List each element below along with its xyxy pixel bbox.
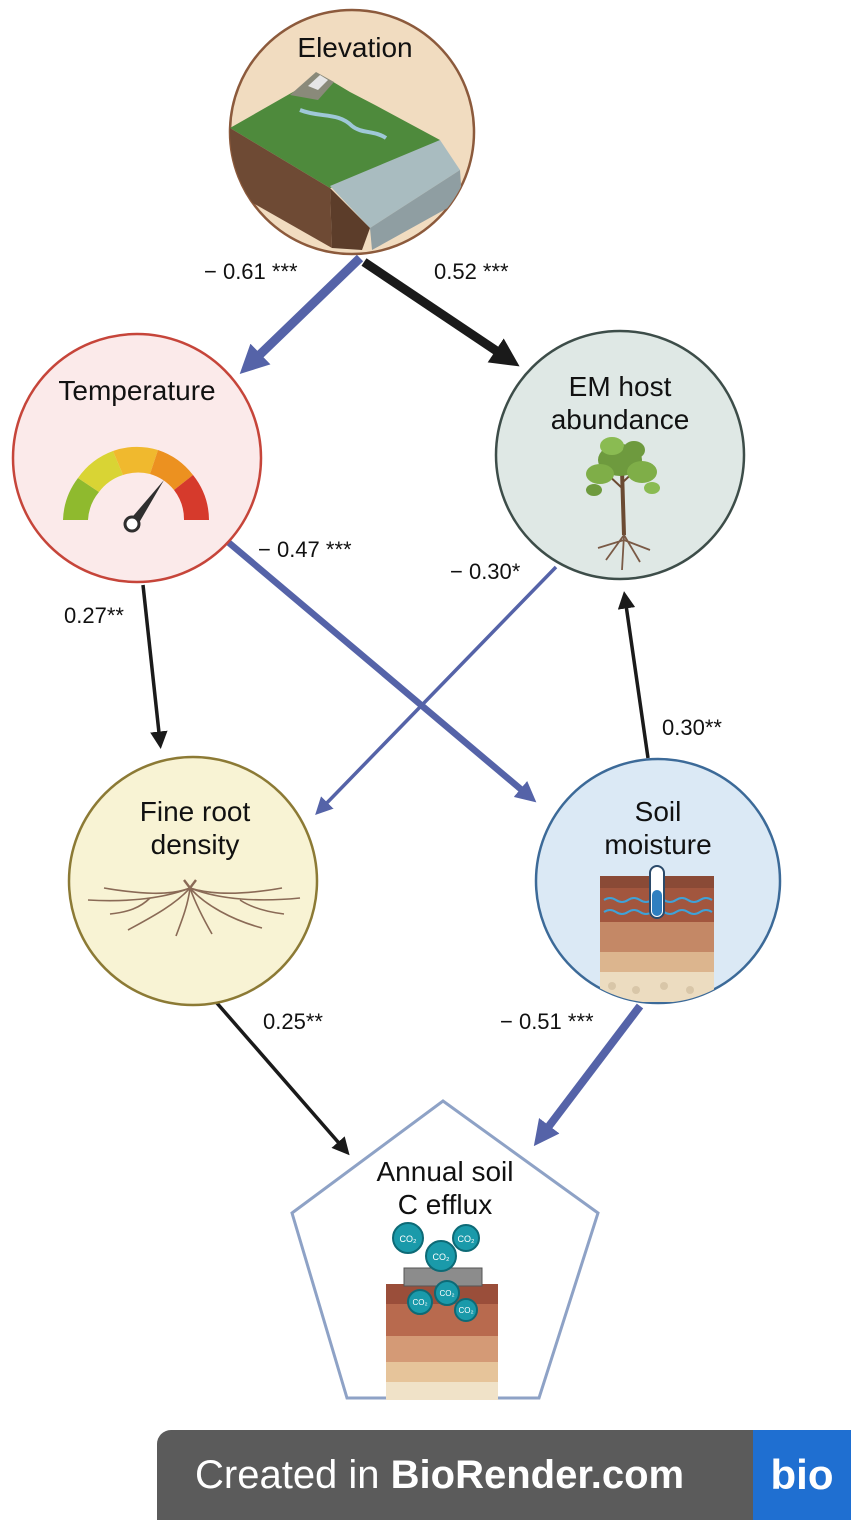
co2-bubble: CO₂ [425, 1240, 457, 1272]
coef-elevation-em-host: 0.52 *** [434, 259, 509, 284]
node-soil-c-efflux-label-line2: C efflux [398, 1189, 492, 1220]
path-arrows [141, 254, 650, 1156]
co2-bubble: CO₂ [454, 1298, 478, 1322]
coef-soil-moisture-c-efflux: − 0.51 *** [500, 1009, 594, 1034]
footer-prefix: Created in [195, 1452, 391, 1497]
biorender-footer: Created in BioRender.com bio [157, 1430, 851, 1520]
node-elevation: Elevation [228, 8, 476, 256]
gauge-icon [63, 446, 209, 533]
node-soil-c-efflux: Annual soil C efflux CO₂ CO₂ CO₂ [290, 1099, 600, 1400]
node-em-host-label-line1: EM host [569, 371, 672, 402]
arrow-temperature-fine-root [141, 584, 168, 749]
coef-em-host-fine-root: − 0.30* [450, 559, 521, 584]
arrow-elevation-temperature [239, 254, 364, 374]
co2-bubble: CO₂ [452, 1224, 480, 1252]
co2-bubble-label: CO₂ [400, 1234, 418, 1244]
node-em-host: EM host abundance [494, 329, 746, 581]
landscape-icon [230, 72, 462, 250]
node-soil-moisture: Soil moisture [534, 757, 782, 1005]
arrow-fine-root-c-efflux [214, 1000, 350, 1156]
node-soil-moisture-label-line1: Soil [635, 796, 682, 827]
path-diagram: − 0.61 *** 0.52 *** 0.27** − 0.47 *** − … [11, 8, 782, 1400]
co2-bubble-label: CO₂ [412, 1298, 427, 1307]
co2-bubble-label: CO₂ [458, 1234, 476, 1244]
co2-bubble: CO₂ [434, 1280, 460, 1306]
soil-probe-icon [600, 865, 714, 1002]
arrow-em-host-fine-root [315, 565, 558, 816]
footer-text: Created in BioRender.com [195, 1453, 753, 1498]
co2-bubble-label: CO₂ [439, 1289, 454, 1298]
node-fine-root-circle [67, 755, 319, 1007]
coef-elevation-temperature: − 0.61 *** [204, 259, 298, 284]
node-fine-root-label-line1: Fine root [140, 796, 251, 827]
node-soil-moisture-label-line2: moisture [604, 829, 711, 860]
co2-bubble-label: CO₂ [458, 1306, 473, 1315]
coef-soil-moisture-em-host: 0.30** [662, 715, 722, 740]
node-temperature: Temperature [11, 332, 263, 584]
co2-soil-icon: CO₂ CO₂ CO₂ CO₂ CO₂ [386, 1222, 498, 1400]
coefficient-labels: − 0.61 *** 0.52 *** 0.27** − 0.47 *** − … [64, 259, 722, 1034]
footer-brand: BioRender.com [390, 1452, 685, 1497]
node-temperature-label: Temperature [58, 375, 215, 406]
node-soil-c-efflux-label-line1: Annual soil [377, 1156, 514, 1187]
co2-bubbles: CO₂ CO₂ CO₂ CO₂ CO₂ [392, 1222, 480, 1322]
coef-fine-root-c-efflux: 0.25** [263, 1009, 323, 1034]
co2-bubble-label: CO₂ [433, 1252, 451, 1262]
footer-logo-text: bio [770, 1451, 834, 1498]
arrow-temperature-soil-moisture [225, 539, 537, 803]
node-em-host-label-line2: abundance [551, 404, 690, 435]
coef-temperature-fine-root: 0.27** [64, 603, 124, 628]
co2-bubble: CO₂ [407, 1289, 433, 1315]
biorender-logo-icon: bio [753, 1430, 851, 1520]
co2-bubble: CO₂ [392, 1222, 424, 1254]
coef-temperature-soil-moisture: − 0.47 *** [258, 537, 352, 562]
roots-icon [87, 879, 301, 937]
node-elevation-label: Elevation [297, 32, 412, 63]
arrow-soil-moisture-em-host [617, 591, 650, 759]
arrow-elevation-em-host [361, 258, 520, 367]
arrow-soil-moisture-c-efflux [533, 1003, 644, 1147]
node-fine-root: Fine root density [67, 755, 319, 1007]
tree-icon [586, 437, 660, 571]
node-fine-root-label-line2: density [151, 829, 240, 860]
